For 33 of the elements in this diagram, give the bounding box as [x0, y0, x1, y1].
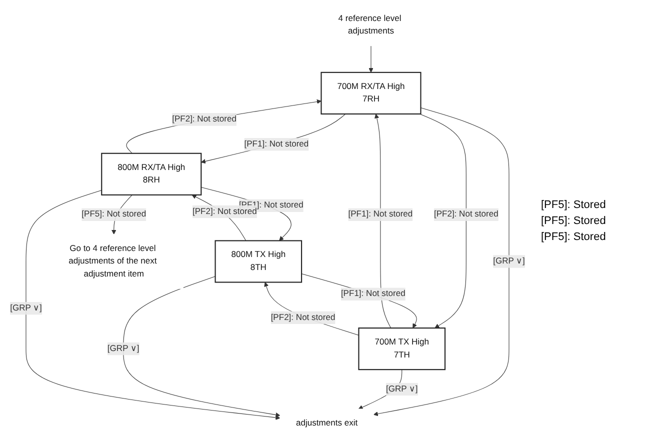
- edge-label: [GRP ∨]: [493, 256, 525, 266]
- node-box: 800M TX High 8TH: [214, 240, 302, 283]
- arrow: [301, 273, 417, 328]
- edge-label: [PF5]: Not stored: [82, 210, 146, 219]
- note-label: [PF5]: Stored: [541, 199, 607, 211]
- arrow: [374, 114, 392, 328]
- arrow: [420, 114, 466, 328]
- edge-label: [PF1]: Not stored: [238, 200, 304, 210]
- node-box: 800M RX/TA High 8RH: [101, 152, 202, 196]
- node-box: 700M TX High 7TH: [358, 328, 446, 370]
- edge-label: [PF1]: Not stored: [340, 289, 406, 298]
- edge-label: [GRP ∨]: [386, 384, 418, 394]
- arrow: [264, 282, 360, 336]
- arrow: [200, 114, 346, 164]
- edge-label: [PF1]: Not stored: [348, 210, 413, 219]
- note-label: [PF5]: Stored: [541, 215, 607, 227]
- node-text: Go to 4 reference level adjustments of the next adjustment item: [68, 244, 157, 279]
- arrow: [26, 190, 280, 420]
- node-text: adjustments exit: [296, 418, 358, 428]
- arrow: [123, 276, 280, 418]
- note-label: [PF5]: Stored: [541, 231, 607, 243]
- edge-label: [PF2]: Not stored: [192, 206, 257, 216]
- node-box: 700M RX/TA High 7RH: [320, 72, 422, 114]
- arrow: [373, 108, 510, 416]
- edge-label: [PF1]: Not stored: [244, 140, 309, 149]
- arrow: [368, 46, 374, 73]
- edge-label: [PF2]: Not stored: [434, 210, 498, 219]
- node-text: 4 reference level adjustments: [338, 14, 402, 36]
- arrow: [126, 99, 322, 154]
- edge-label: [PF2]: Not stored: [172, 114, 236, 124]
- edge-label: [PF2]: Not stored: [270, 312, 336, 322]
- edge-label: [GRP ∨]: [10, 304, 42, 313]
- edge-label: [GRP ∨]: [107, 344, 140, 354]
